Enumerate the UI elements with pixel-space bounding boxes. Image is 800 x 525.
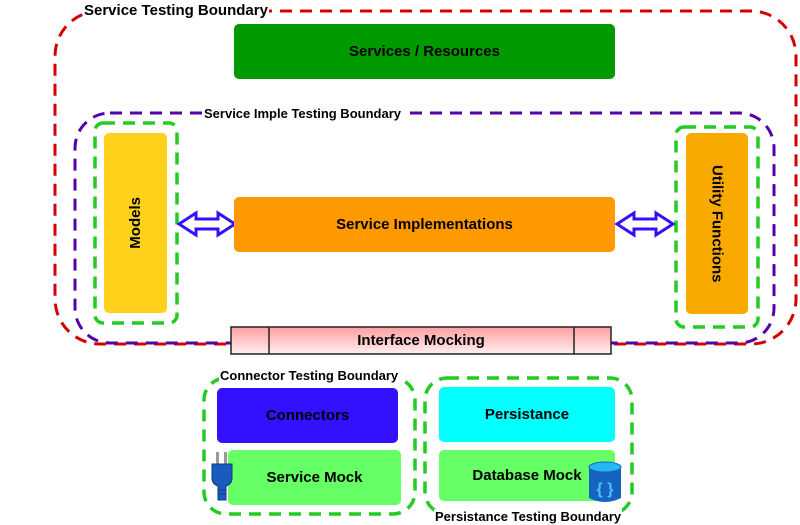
persistance-box: Persistance xyxy=(439,387,615,442)
services-resources-box: Services / Resources xyxy=(234,24,615,79)
interface-mocking-label: Interface Mocking xyxy=(357,332,485,349)
double-arrow-icon xyxy=(176,210,238,238)
utility-functions-box: Utility Functions xyxy=(686,133,748,314)
connectors-box: Connectors xyxy=(217,388,398,443)
models-label: Models xyxy=(127,197,144,249)
models-boundary xyxy=(93,121,179,325)
service-testing-boundary-label: Service Testing Boundary xyxy=(83,2,269,19)
utility-boundary xyxy=(674,125,760,329)
service-impl-testing-boundary xyxy=(73,111,776,345)
service-implementations-box: Service Implementations xyxy=(234,197,615,252)
database-icon: { } xyxy=(588,461,622,502)
models-box: Models xyxy=(104,133,167,313)
double-arrow-icon xyxy=(614,210,676,238)
utility-functions-label: Utility Functions xyxy=(708,164,726,283)
service-mock-box: Service Mock xyxy=(228,450,401,505)
persistance-boundary-label: Persistance Testing Boundary xyxy=(434,509,623,524)
plug-icon xyxy=(211,452,233,501)
connector-boundary-label: Connector Testing Boundary xyxy=(219,368,400,383)
interface-mocking-shape xyxy=(230,326,612,355)
service-impl-boundary-label: Service Imple Testing Boundary xyxy=(203,106,402,121)
svg-text:{ }: { } xyxy=(597,481,614,498)
database-mock-box: Database Mock xyxy=(439,450,615,501)
